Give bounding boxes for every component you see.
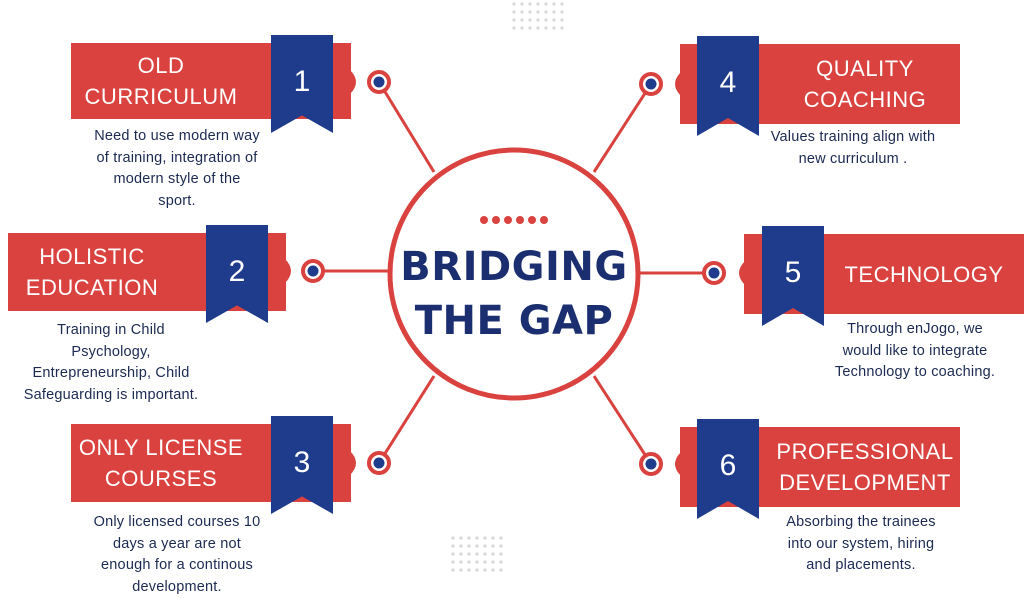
item-2-description: Training in Child Psychology, Entreprene… xyxy=(0,320,222,406)
item-5-desc-line: Technology to coaching. xyxy=(834,364,996,380)
node-marker-5 xyxy=(702,261,745,285)
connector-line-3 xyxy=(377,375,436,464)
center-title-line-2: THE GAP xyxy=(414,298,614,344)
item-1-description: Need to use modern way of training, inte… xyxy=(62,126,292,212)
item-4-number: 4 xyxy=(719,66,737,99)
item-6-description: Absorbing the trainees into our system, … xyxy=(758,512,964,577)
node-marker-1 xyxy=(350,70,391,94)
item-2-number: 2 xyxy=(228,255,246,288)
item-3-desc-line: Only licensed courses 10 xyxy=(93,514,261,530)
connector-line-1 xyxy=(377,81,436,173)
item-5-description: Through enJogo, we would like to integra… xyxy=(808,319,1022,384)
node-marker-2 xyxy=(285,259,325,283)
item-2-title-line-1: HOLISTIC xyxy=(39,244,145,269)
item-4-desc-line: new curriculum . xyxy=(798,150,908,167)
item-4-description: Values training align with new curriculu… xyxy=(745,127,961,170)
item-2-desc-line: Psychology, xyxy=(71,343,151,360)
item-6-desc-line: into our system, hiring xyxy=(787,535,935,552)
item-1-desc-line: Need to use modern way xyxy=(94,128,260,144)
item-2-desc-line: Safeguarding is important. xyxy=(23,386,199,403)
node-marker-4 xyxy=(639,72,681,96)
item-6-desc-line: and placements. xyxy=(806,557,916,573)
item-6-number: 6 xyxy=(719,449,737,482)
item-6-desc-line: Absorbing the trainees xyxy=(786,514,936,530)
center-title-line-1: BRIDGING xyxy=(400,244,628,290)
item-1-title-line-2: CURRICULUM xyxy=(84,84,238,109)
item-3-desc-line: development. xyxy=(132,578,222,595)
item-5-desc-line: Through enJogo, we xyxy=(847,321,983,337)
node-marker-6 xyxy=(639,452,681,476)
item-2-desc-line: Training in Child xyxy=(57,322,165,338)
item-5-title-line-1: TECHNOLOGY xyxy=(844,261,1004,287)
item-3-title-line-2: COURSES xyxy=(104,466,218,491)
connector-line-6 xyxy=(592,375,653,465)
item-1-desc-line: modern style of the xyxy=(113,171,241,187)
center-title-block: BRIDGING THE GAP xyxy=(389,192,639,372)
center-dots-decoration xyxy=(480,216,548,224)
item-6-title-line-1: PROFESSIONAL xyxy=(776,439,954,464)
item-1-desc-line: of training, integration of xyxy=(96,149,258,166)
item-5-desc-line: would like to integrate xyxy=(842,342,988,359)
item-5-number: 5 xyxy=(784,256,802,289)
decorative-dot-grid-top xyxy=(512,2,564,30)
node-marker-3 xyxy=(350,451,391,475)
item-1-title-line-1: OLD xyxy=(137,53,185,78)
connector-line-4 xyxy=(592,83,653,173)
item-1-number: 1 xyxy=(293,65,311,98)
item-3-number: 3 xyxy=(293,446,311,479)
item-3-description: Only licensed courses 10 days a year are… xyxy=(62,512,292,598)
item-3-desc-line: enough for a continous xyxy=(101,557,253,573)
item-6-title-line-2: DEVELOPMENT xyxy=(779,470,951,495)
item-4-title-line-1: QUALITY xyxy=(816,56,914,81)
item-3-desc-line: days a year are not xyxy=(113,535,241,552)
item-4-desc-line: Values training align with xyxy=(770,129,936,145)
item-4-title-line-2: COACHING xyxy=(803,87,927,112)
center-circle xyxy=(387,147,641,401)
item-3-title-line-1: ONLY LICENSE xyxy=(78,435,244,460)
decorative-dot-grid-bottom xyxy=(451,536,503,572)
node-markers xyxy=(285,70,745,476)
item-2-desc-line: Entrepreneurship, Child xyxy=(32,365,190,381)
item-1-desc-line: sport. xyxy=(158,192,196,209)
item-2-title-line-2: EDUCATION xyxy=(25,275,159,300)
